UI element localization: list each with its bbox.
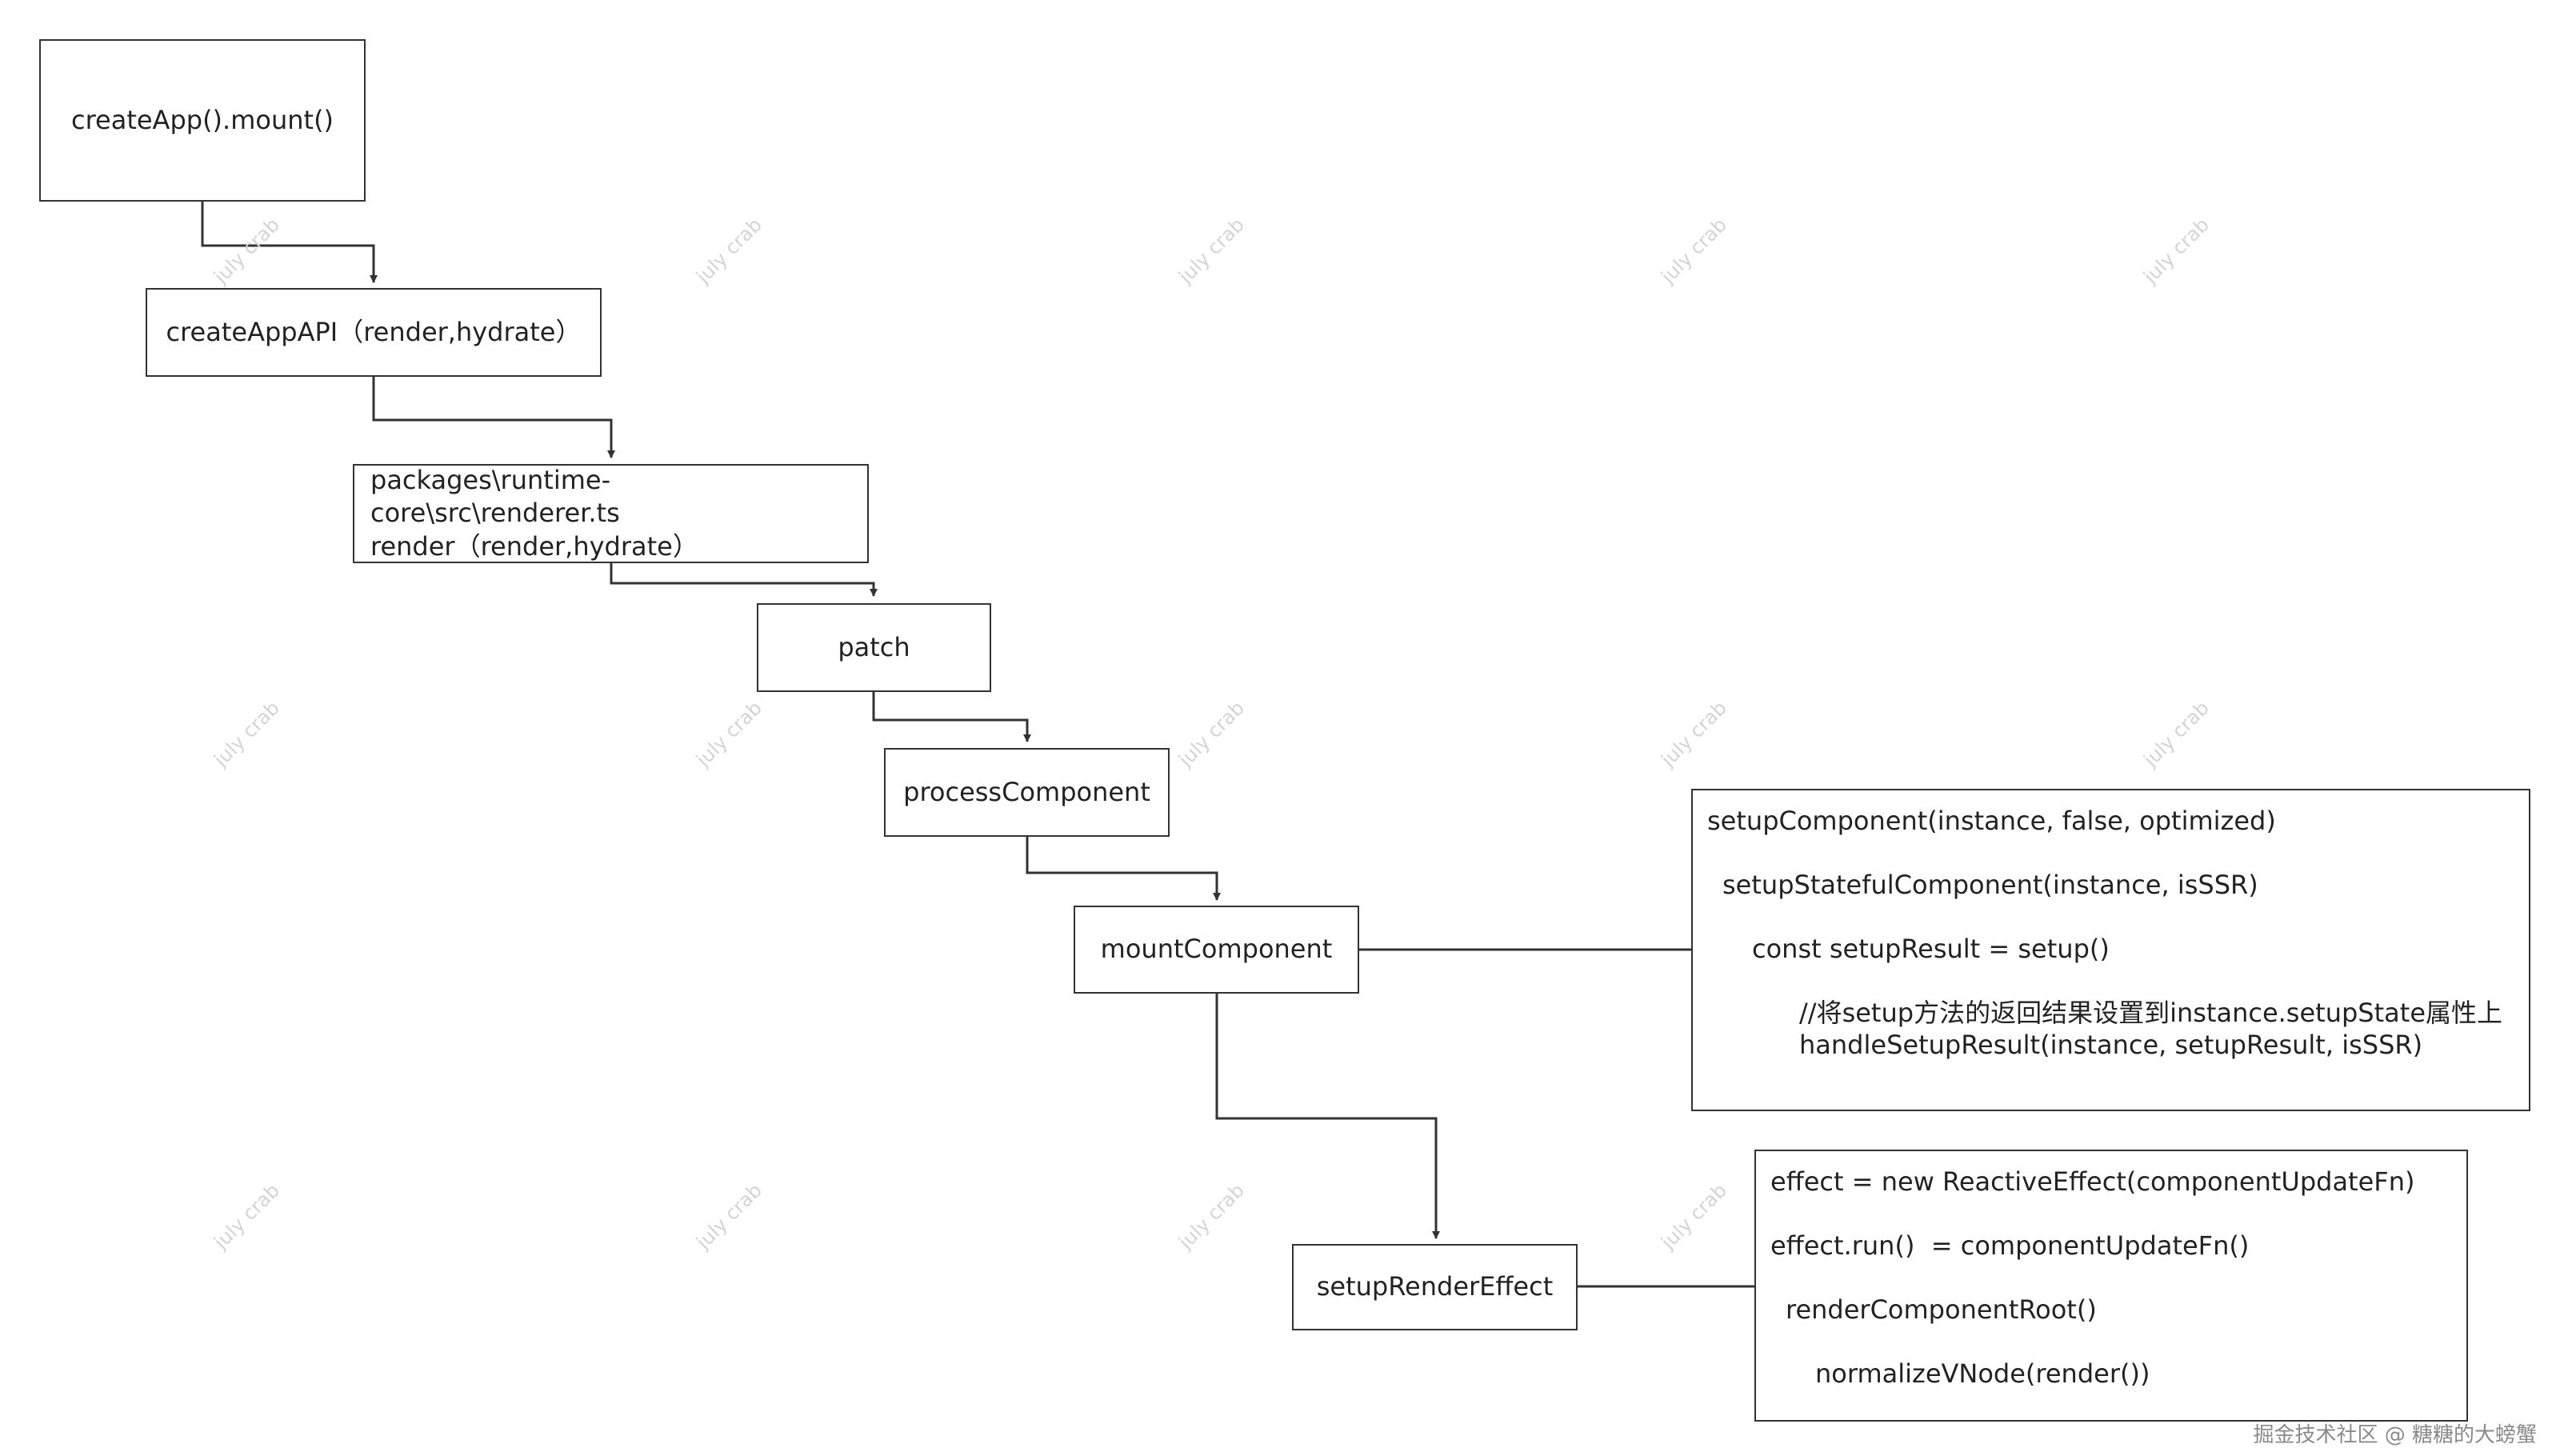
note-line: //将setup方法的返回结果设置到instance.setupState属性上 xyxy=(1799,998,2503,1028)
node-setup-render-effect: setupRenderEffect xyxy=(1292,1244,1578,1330)
node-label: setupRenderEffect xyxy=(1316,1271,1554,1302)
node-label: createAppAPI（render,hydrate） xyxy=(166,316,582,347)
node-mount-component: mountComponent xyxy=(1074,906,1359,994)
note-line: setupComponent(instance, false, optimize… xyxy=(1707,806,2276,836)
render-effect-note: effect = new ReactiveEffect(componentUpd… xyxy=(1754,1150,2468,1422)
node-label: patch xyxy=(838,631,910,662)
note-line: renderComponentRoot() xyxy=(1786,1294,2097,1325)
node-label: createApp().mount() xyxy=(70,104,334,135)
note-line: effect.run() = componentUpdateFn() xyxy=(1770,1230,2250,1261)
arrow-mountcomponent-to-setuprendereffect xyxy=(1215,993,1440,1239)
node-create-app-mount: createApp().mount() xyxy=(39,39,366,202)
credit-watermark: 掘金技术社区 @ 糖糖的大螃蟹 xyxy=(2253,1423,2537,1447)
note-line: const setupResult = setup() xyxy=(1752,934,2110,964)
note-line: setupStatefulComponent(instance, isSSR) xyxy=(1722,870,2258,900)
arrow-mount-to-createappapi xyxy=(201,200,378,283)
note-line: handleSetupResult(instance, setupResult,… xyxy=(1799,1030,2423,1060)
note-line: effect = new ReactiveEffect(componentUpd… xyxy=(1770,1166,2415,1197)
node-process-component: processComponent xyxy=(884,748,1170,837)
node-label: processComponent xyxy=(903,776,1150,807)
arrow-renderer-to-patch xyxy=(610,562,878,597)
node-patch: patch xyxy=(757,603,991,692)
arrow-patch-to-processcomponent xyxy=(872,692,1031,742)
node-label-path: packages\runtime-core\src\renderer.ts xyxy=(370,464,620,529)
node-create-app-api: createAppAPI（render,hydrate） xyxy=(146,288,602,377)
arrow-createappapi-to-renderer xyxy=(372,377,615,458)
note-line: normalizeVNode(render()) xyxy=(1815,1358,2150,1389)
node-renderer-render: packages\runtime-core\src\renderer.ts re… xyxy=(353,464,869,563)
node-label: mountComponent xyxy=(1100,934,1333,965)
node-label-render: render（render,hydrate） xyxy=(370,530,698,562)
setup-component-note: setupComponent(instance, false, optimize… xyxy=(1691,789,2530,1111)
arrow-processcomponent-to-mountcomponent xyxy=(1026,836,1221,901)
